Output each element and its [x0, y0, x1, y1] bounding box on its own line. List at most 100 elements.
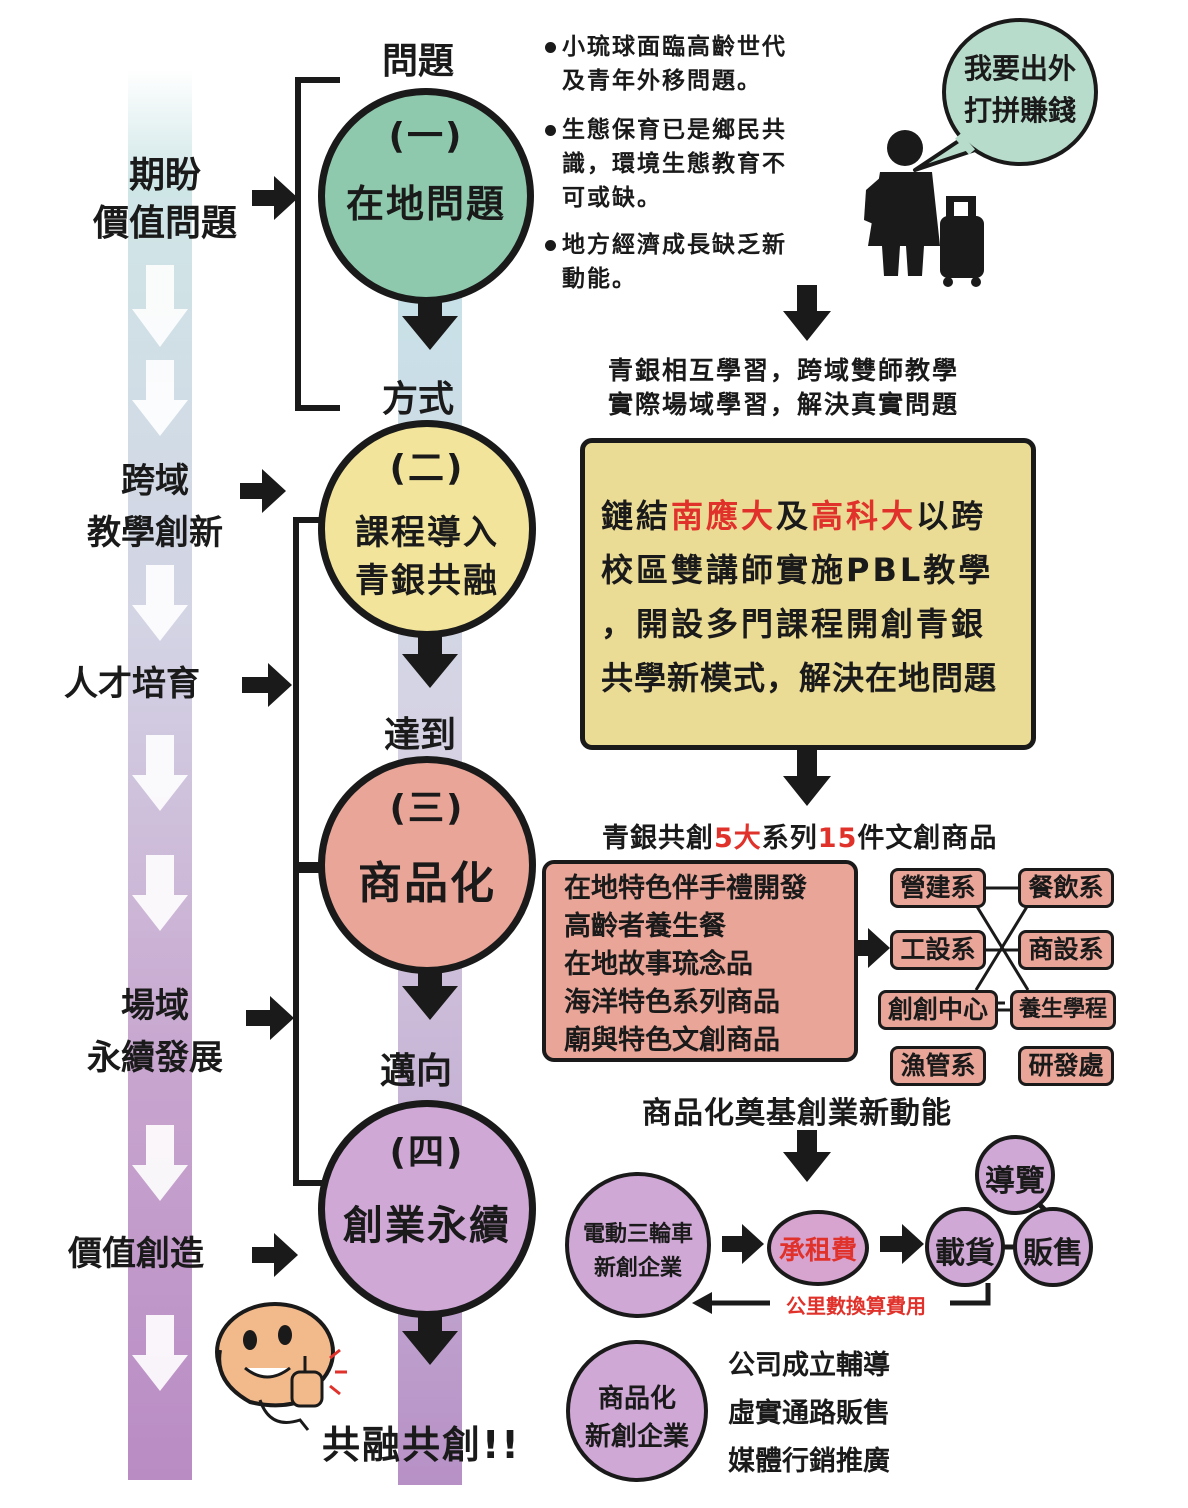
- problem-3-line1: 地方經濟成長缺乏新: [562, 232, 787, 258]
- slogan: 共融共創!!: [322, 1423, 521, 1467]
- left-label-cross-line1: 跨域: [121, 461, 189, 501]
- products-title-a: 青銀共創: [602, 823, 714, 854]
- products-title-n1: 5大: [714, 823, 762, 854]
- stage-3-circle: (三) 商品化: [318, 756, 536, 974]
- product-item: 海洋特色系列商品: [564, 987, 780, 1018]
- left-label-expect: 期盼 價值問題: [80, 152, 250, 248]
- products-title-n2: 15: [817, 823, 858, 854]
- problem-1-line1: 小琉球面臨高齡世代: [562, 34, 787, 60]
- left-label-cross: 跨域 教學創新: [65, 455, 245, 559]
- rent-label: 承租費: [778, 1236, 857, 1266]
- speech-line2: 打拼賺錢: [963, 94, 1076, 127]
- venture2-line2: 新創企業: [584, 1422, 689, 1452]
- bullet-dot: [545, 125, 556, 136]
- product-item: 在地故事琉念品: [564, 949, 753, 980]
- mileage-label: 公里數換算費用: [782, 1290, 930, 1319]
- course-box: 鏈結南應大及高科大以跨 校區雙講師實施PBL教學 ，開設多門課程開創青銀 共學新…: [580, 438, 1036, 750]
- stage-4-title: 創業永續: [343, 1203, 511, 1249]
- left-arrows: [240, 176, 298, 1277]
- dept-tag: 創創中心: [878, 990, 998, 1030]
- bracket-3: [293, 867, 330, 1186]
- products-title-b: 系列: [761, 823, 818, 854]
- stage-2-title-line2: 青銀共融: [355, 561, 499, 601]
- problem-item-1: 小琉球面臨高齡世代 及青年外移問題。: [545, 30, 787, 98]
- left-label-field: 場域 永續發展: [65, 980, 245, 1084]
- dept-tag: 營建系: [890, 868, 986, 908]
- left-label-expect-line2: 價值問題: [92, 203, 237, 244]
- rent-circle: 承租費: [767, 1210, 869, 1286]
- left-label-cross-line2: 教學創新: [87, 513, 223, 553]
- speech-bubble-text: 我要出外 打拼賺錢: [950, 48, 1090, 132]
- course-line1: 鏈結南應大及高科大以跨: [601, 491, 986, 537]
- stage-2-title-line1: 課程導入: [355, 513, 499, 553]
- bullet-dot: [545, 240, 556, 251]
- use-guide-circle: 導覽: [975, 1135, 1055, 1215]
- support-item: 媒體行銷推廣: [728, 1446, 890, 1477]
- stage-3-number: (三): [389, 788, 465, 829]
- venture1-line1: 電動三輪車: [582, 1222, 693, 1247]
- learning-line2: 實際場域學習，解決真實問題: [608, 390, 960, 419]
- left-label-field-line1: 場域: [121, 986, 189, 1026]
- left-label-expect-line1: 期盼: [128, 155, 201, 196]
- problem-1-line2: 及青年外移問題。: [562, 68, 762, 94]
- use-guide-label: 導覽: [985, 1164, 1045, 1199]
- left-label-talent-line1: 人才培育: [64, 664, 200, 704]
- venture2-line1: 商品化: [597, 1384, 676, 1414]
- track-arrows: [132, 265, 188, 1391]
- dept-tag: 研發處: [1018, 1046, 1114, 1086]
- stage-2-number: (二): [389, 448, 465, 489]
- problem-2-line3: 可或缺。: [562, 185, 662, 211]
- support-item: 公司成立輔導: [728, 1350, 890, 1381]
- center-arrows: [402, 290, 458, 1365]
- stage-4-number: (四): [389, 1132, 465, 1173]
- products-title: 青銀共創5大系列15件文創商品: [602, 816, 997, 855]
- mascot-figure: [215, 1302, 347, 1431]
- venture1-line2: 新創企業: [593, 1256, 682, 1281]
- left-label-value-line1: 價值創造: [68, 1234, 204, 1274]
- support-item: 虛實通路販售: [728, 1398, 890, 1429]
- course-line4: 共學新模式，解決在地問題: [601, 659, 998, 697]
- learning-text: 青銀相互學習，跨域雙師教學 實際場域學習，解決真實問題: [608, 354, 959, 422]
- left-label-field-line2: 永續發展: [87, 1038, 223, 1078]
- connector-method: 方式: [382, 379, 455, 420]
- stage-3-title: 商品化: [358, 858, 496, 909]
- use-sell-circle: 販售: [1013, 1207, 1093, 1287]
- venture1-circle: 電動三輪車 新創企業: [565, 1172, 711, 1318]
- right-arrows: [722, 285, 924, 1264]
- course-line3: ，開設多門課程開創青銀: [601, 605, 987, 643]
- speech-bubble-shape: [913, 18, 1098, 172]
- course-text-a: 鏈結: [601, 497, 672, 535]
- dept-tag: 工設系: [890, 930, 986, 970]
- stage-2-circle: (二) 課程導入 青銀共融: [318, 420, 536, 638]
- products-box: 在地特色伴手禮開發 高齡者養生餐 在地故事琉念品 海洋特色系列商品 廟與特色文創…: [542, 860, 858, 1062]
- product-item: 高齡者養生餐: [564, 911, 726, 942]
- problem-3-line2: 動能。: [562, 266, 637, 292]
- dept-tag: 餐飲系: [1018, 868, 1114, 908]
- product-item: 在地特色伴手禮開發: [564, 873, 807, 904]
- bracket-2: [293, 517, 330, 868]
- venture2-circle: 商品化 新創企業: [566, 1340, 708, 1482]
- products-title-c: 件文創商品: [857, 823, 998, 854]
- product-item: 廟與特色文創商品: [564, 1025, 780, 1056]
- learning-line1: 青銀相互學習，跨域雙師教學: [608, 356, 960, 385]
- stage-4-circle: (四) 創業永續: [318, 1100, 536, 1318]
- problem-item-3: 地方經濟成長缺乏新 動能。: [545, 228, 787, 296]
- stage-1-number: (一): [388, 116, 464, 157]
- support-list: 公司成立輔導 虛實通路販售 媒體行銷推廣: [728, 1342, 890, 1486]
- connector-problem: 問題: [382, 41, 455, 82]
- problem-2-line1: 生態保育已是鄉民共: [562, 117, 787, 143]
- startup-title: 商品化奠基創業新動能: [642, 1096, 952, 1131]
- use-sell-label: 販售: [1023, 1236, 1083, 1271]
- use-cargo-label: 載貨: [935, 1236, 995, 1271]
- course-school-2: 高科大: [811, 497, 917, 535]
- stage-1-circle: (一) 在地問題: [318, 88, 534, 304]
- speech-line1: 我要出外: [963, 52, 1076, 85]
- dept-tag: 漁管系: [890, 1046, 986, 1086]
- use-cargo-circle: 載貨: [925, 1207, 1005, 1287]
- problem-2-line2: 識，環境生態教育不: [562, 151, 787, 177]
- problem-item-2: 生態保育已是鄉民共 識，環境生態教育不 可或缺。: [545, 113, 787, 215]
- left-label-talent: 人才培育: [64, 660, 200, 708]
- traveler-figure: [864, 130, 984, 287]
- course-text-c: 以跨: [916, 497, 987, 535]
